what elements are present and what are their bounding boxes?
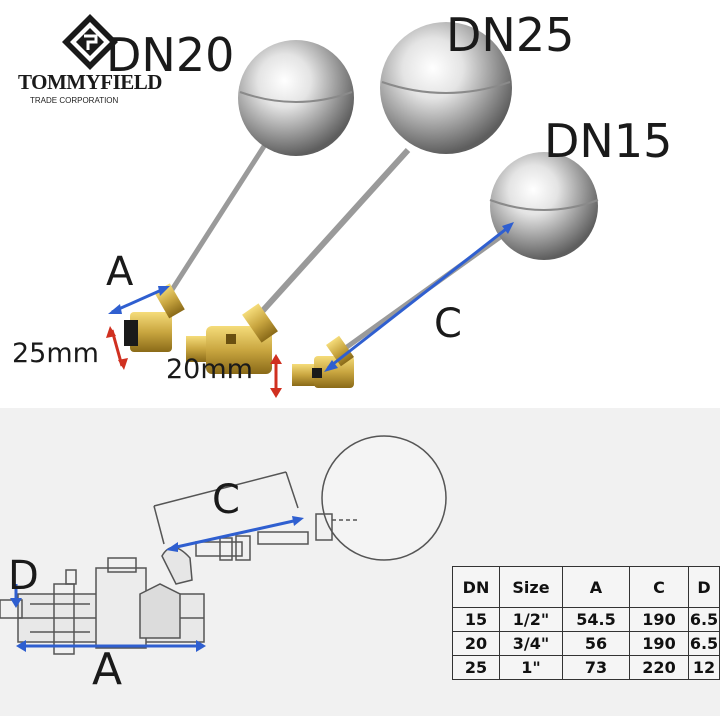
diagram-c-bracket xyxy=(153,471,287,507)
brand-subtitle: TRADE CORPORATION xyxy=(30,96,119,105)
header-d: D xyxy=(688,566,720,608)
diagram-rod-1 xyxy=(257,531,309,545)
rod xyxy=(255,147,411,319)
diagram-arrow-d xyxy=(10,584,22,608)
label-c: C xyxy=(434,301,462,347)
float-ball xyxy=(380,22,512,154)
float-valve-photo xyxy=(106,22,599,398)
cell: 25 xyxy=(452,655,500,680)
arrow-25mm xyxy=(106,326,128,370)
header-a: A xyxy=(562,566,630,608)
lever-arm xyxy=(242,303,278,343)
diagram-label-c: C xyxy=(212,477,240,523)
cell: 190 xyxy=(629,631,689,656)
label-dn25: DN25 xyxy=(446,8,575,62)
cell: 56 xyxy=(562,631,630,656)
valve-dn15 xyxy=(292,152,599,388)
cell: 54.5 xyxy=(562,607,630,632)
table-row: 15 1/2" 54.5 190 6.5 xyxy=(452,607,720,632)
valve-dn25 xyxy=(186,22,512,374)
arrow-c xyxy=(324,222,514,372)
header-size: Size xyxy=(499,566,563,608)
brass-body xyxy=(206,326,272,374)
cell: 3/4" xyxy=(499,631,563,656)
arrow-a xyxy=(108,286,170,314)
spec-table: DN Size A C D 15 1/2" 54.5 190 6.5 20 3/… xyxy=(452,566,720,680)
diagram-arrow-a xyxy=(16,640,206,652)
header-c: C xyxy=(629,566,689,608)
rubber-seal xyxy=(124,320,138,346)
spec-table-header: DN Size A C D xyxy=(452,566,720,608)
float-valve-diagram xyxy=(0,435,447,655)
diagram-label-a: A xyxy=(92,644,123,695)
label-a: A xyxy=(106,249,134,295)
diagram-label-d: D xyxy=(8,553,39,599)
ball-seam xyxy=(489,199,599,211)
diagram-arrow-c xyxy=(166,516,304,552)
label-20mm: 20mm xyxy=(166,354,253,385)
brand-name: TOMMYFIELD xyxy=(18,70,162,94)
diagram-rod-2 xyxy=(195,541,243,557)
brand-mark-icon xyxy=(62,14,118,70)
label-25mm: 25mm xyxy=(12,338,99,369)
cell: 20 xyxy=(452,631,500,656)
table-row: 25 1" 73 220 12 xyxy=(452,655,720,680)
cell: 15 xyxy=(452,607,500,632)
ball-seam xyxy=(239,91,353,103)
rod xyxy=(165,138,271,298)
cell: 73 xyxy=(562,655,630,680)
cell: 190 xyxy=(629,607,689,632)
lever-arm xyxy=(325,335,355,367)
label-dn20: DN20 xyxy=(106,28,235,82)
label-dn15: DN15 xyxy=(544,114,673,168)
diagram-ball-nut xyxy=(315,513,333,541)
brass-fitting xyxy=(130,312,172,352)
header-dn: DN xyxy=(452,566,500,608)
cell: 12 xyxy=(688,655,720,680)
arrow-20mm xyxy=(270,354,282,398)
cell: 1" xyxy=(499,655,563,680)
body-hole xyxy=(226,334,236,344)
cell: 220 xyxy=(629,655,689,680)
cell: 6.5 xyxy=(688,607,720,632)
table-row: 20 3/4" 56 190 6.5 xyxy=(452,631,720,656)
float-ball xyxy=(238,40,354,156)
cell: 1/2" xyxy=(499,607,563,632)
cell: 6.5 xyxy=(688,631,720,656)
rubber-seal xyxy=(312,368,322,378)
brand-logo: TOMMYFIELD TRADE CORPORATION xyxy=(10,6,162,106)
float-ball xyxy=(490,152,598,260)
ball-seam xyxy=(381,81,511,94)
diagram-float-ball xyxy=(321,435,447,561)
